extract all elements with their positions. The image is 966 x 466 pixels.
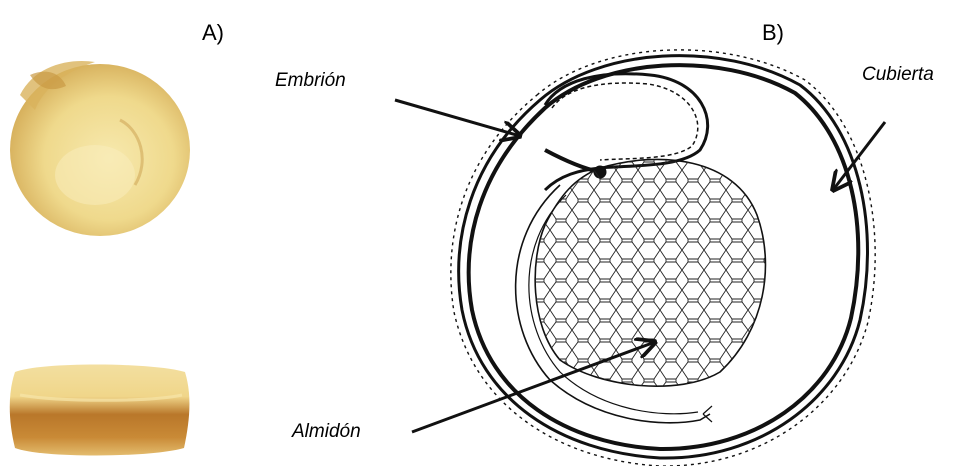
seed-side-view: [10, 365, 190, 456]
embryo-arrow: [395, 100, 520, 136]
seed-cross-section: [451, 50, 875, 466]
seed-top-view: [10, 61, 190, 236]
